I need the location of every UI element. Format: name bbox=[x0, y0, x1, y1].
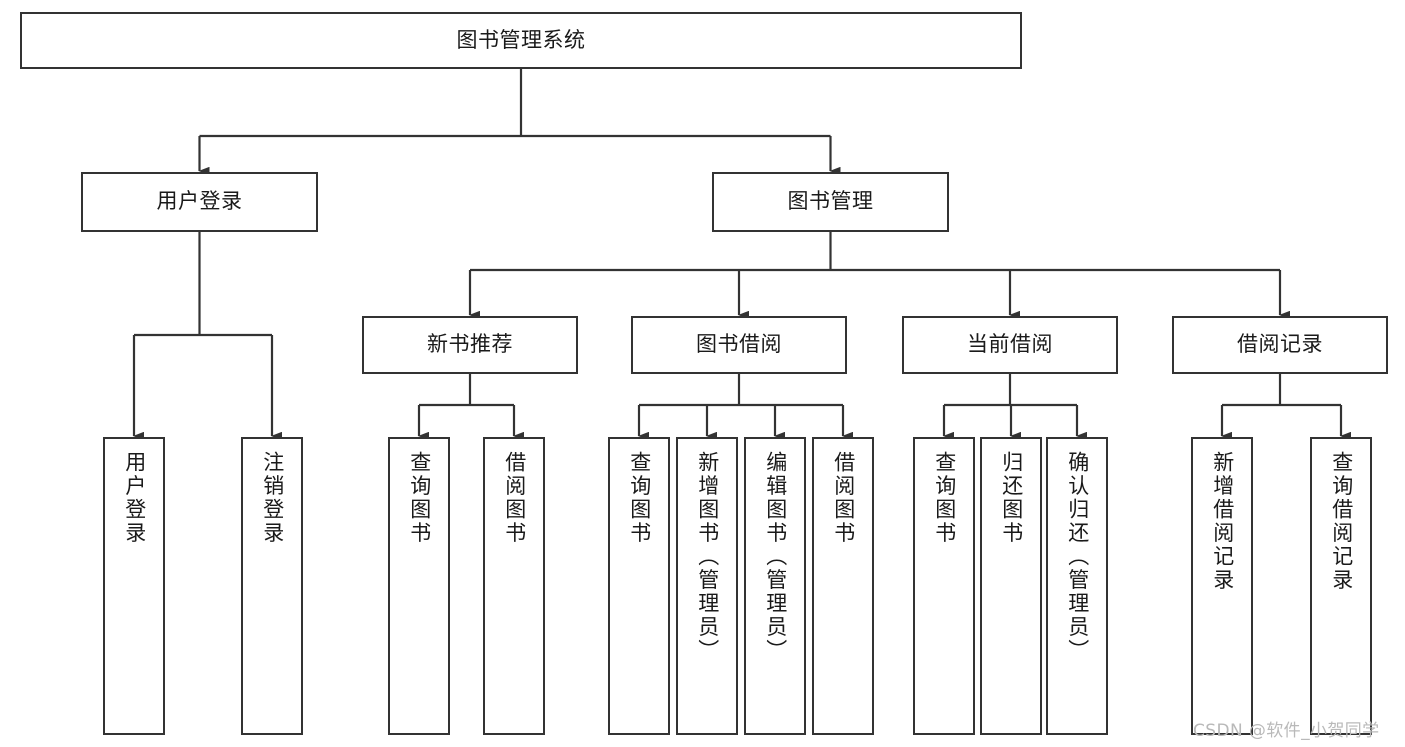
node-label: 查询借阅记录 bbox=[1329, 451, 1354, 592]
node-book-borrow[interactable]: 图书借阅 bbox=[631, 316, 847, 374]
node-label: 用户登录 bbox=[156, 189, 243, 214]
node-label: 查询图书 bbox=[627, 451, 652, 545]
node-leaf-confirm-return[interactable]: 确认归还（管理员） bbox=[1046, 437, 1108, 735]
node-book-manage[interactable]: 图书管理 bbox=[712, 172, 949, 232]
node-label: 新增图书（管理员） bbox=[695, 451, 720, 663]
node-leaf-query-book-2[interactable]: 查询图书 bbox=[608, 437, 670, 735]
node-current-borrow[interactable]: 当前借阅 bbox=[902, 316, 1118, 374]
node-label: 图书管理 bbox=[787, 189, 874, 214]
node-leaf-return-book[interactable]: 归还图书 bbox=[980, 437, 1042, 735]
node-leaf-edit-book[interactable]: 编辑图书（管理员） bbox=[744, 437, 806, 735]
node-label: 用户登录 bbox=[122, 451, 147, 545]
node-leaf-add-record[interactable]: 新增借阅记录 bbox=[1191, 437, 1253, 735]
node-leaf-user-login[interactable]: 用户登录 bbox=[103, 437, 165, 735]
node-label: 新增借阅记录 bbox=[1210, 451, 1235, 592]
node-leaf-query-record[interactable]: 查询借阅记录 bbox=[1310, 437, 1372, 735]
node-label: 注销登录 bbox=[260, 451, 285, 545]
node-borrow-record[interactable]: 借阅记录 bbox=[1172, 316, 1388, 374]
node-label: 图书借阅 bbox=[696, 332, 782, 357]
node-label: 查询图书 bbox=[407, 451, 432, 545]
node-label: 确认归还（管理员） bbox=[1065, 451, 1090, 663]
node-label: 借阅图书 bbox=[502, 451, 527, 545]
node-label: 借阅记录 bbox=[1237, 332, 1323, 357]
node-label: 图书管理系统 bbox=[456, 27, 586, 52]
node-label: 借阅图书 bbox=[831, 451, 856, 545]
node-leaf-query-book-3[interactable]: 查询图书 bbox=[913, 437, 975, 735]
node-label: 新书推荐 bbox=[427, 332, 513, 357]
node-leaf-query-book-1[interactable]: 查询图书 bbox=[388, 437, 450, 735]
node-label: 查询图书 bbox=[932, 451, 957, 545]
watermark-label: CSDN @软件_小贺同学 bbox=[1193, 721, 1380, 741]
node-label: 当前借阅 bbox=[967, 332, 1053, 357]
node-leaf-borrow-book-2[interactable]: 借阅图书 bbox=[812, 437, 874, 735]
node-leaf-borrow-book-1[interactable]: 借阅图书 bbox=[483, 437, 545, 735]
node-user-login[interactable]: 用户登录 bbox=[81, 172, 318, 232]
node-new-book-rec[interactable]: 新书推荐 bbox=[362, 316, 578, 374]
node-label: 归还图书 bbox=[999, 451, 1024, 545]
node-root[interactable]: 图书管理系统 bbox=[20, 12, 1022, 69]
node-leaf-add-book[interactable]: 新增图书（管理员） bbox=[676, 437, 738, 735]
node-leaf-user-logout[interactable]: 注销登录 bbox=[241, 437, 303, 735]
node-label: 编辑图书（管理员） bbox=[763, 451, 788, 663]
